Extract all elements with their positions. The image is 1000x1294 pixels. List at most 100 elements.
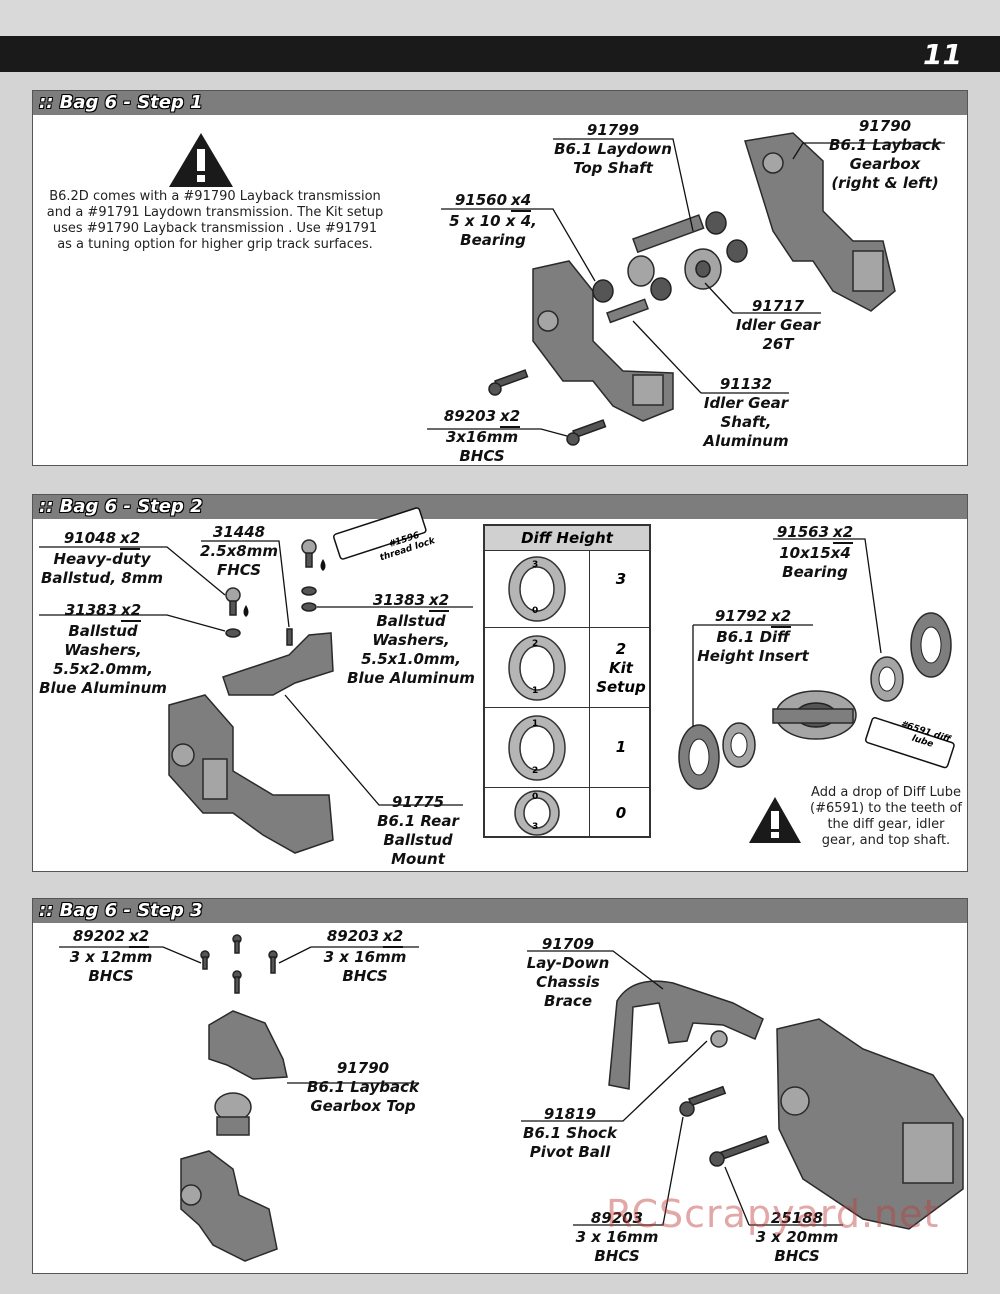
insert-ring-icon <box>508 635 566 701</box>
gearbox-step2-drawing <box>168 694 334 854</box>
step1-illustration <box>169 132 945 446</box>
screw-small-b <box>232 934 242 954</box>
screw-small-c <box>232 970 242 994</box>
idler-gear-drawing <box>684 248 722 290</box>
label-91775: 91775 B6.1 Rear Ballstud Mount <box>377 793 459 868</box>
label-91709: 91709 Lay-Down Chassis Brace <box>526 935 610 1010</box>
label-89203-16mm: 89203 3 x 16mm BHCS <box>575 1209 659 1265</box>
diff-step3-drawing <box>214 1092 252 1136</box>
step1-warning-note: B6.2D comes with a #91790 Layback transm… <box>46 189 384 252</box>
diff-assembly-drawing <box>772 690 857 740</box>
drop-icon-a <box>243 605 249 617</box>
label-91132: 91132 Idler Gear Shaft, Aluminum <box>703 375 789 450</box>
table-divider <box>589 550 590 838</box>
diff-height-value: 0 <box>615 804 627 822</box>
label-91790-top: 91790 B6.1 Layback Gearbox Top <box>307 1059 419 1115</box>
ring-top-number: 3 <box>532 560 539 570</box>
page-header-bar <box>0 36 1000 72</box>
diff-height-value: 2 <box>615 640 627 658</box>
page-number: 11 <box>923 38 962 71</box>
gearbox-left-drawing <box>532 260 674 422</box>
ballstud-right <box>301 539 317 568</box>
step2-lube-note: Add a drop of Diff Lube (#6591) to the t… <box>810 785 962 848</box>
ring-top-number: 2 <box>532 639 539 649</box>
step2-header: :: Bag 6 - Step 2 <box>33 495 967 519</box>
assembled-gearbox-drawing <box>776 1018 964 1230</box>
bearing-d <box>726 239 748 263</box>
insert-ring-icon <box>514 790 560 836</box>
insert-ring-icon <box>508 715 566 781</box>
gearbox-right-drawing <box>744 132 896 312</box>
pivot-ball <box>710 1030 728 1048</box>
watermark: RCScrapyard.net <box>606 1192 940 1236</box>
step3-header: :: Bag 6 - Step 3 <box>33 899 967 923</box>
kit-label: Kit <box>609 659 633 677</box>
bearing-a <box>592 279 614 303</box>
ring-bottom-number: 2 <box>532 766 539 776</box>
thread-lock-tube <box>333 507 427 560</box>
washer-c <box>301 602 317 612</box>
setup-label: Setup <box>596 678 646 696</box>
drop-icon-b <box>320 559 326 571</box>
ring-top-number: 0 <box>532 792 539 802</box>
screw-a <box>488 369 529 396</box>
ring-top-number: 1 <box>532 719 539 729</box>
diff-height-table: Diff Height 3 0 3 2 1 2 Kit Setup 1 2 <box>483 524 651 838</box>
diff-lube-tube <box>864 717 955 769</box>
table-row: 0 3 0 <box>485 788 649 838</box>
ballstud-left <box>225 587 241 616</box>
gearbox-bottom-drawing <box>180 1150 278 1262</box>
step2-illustration <box>39 507 955 854</box>
chassis-brace-drawing <box>608 980 764 1090</box>
diff-height-header: Diff Height <box>485 526 649 551</box>
washer-b <box>301 586 317 596</box>
ring-bottom-number: 0 <box>532 606 539 616</box>
step3-title: :: Bag 6 - Step 3 <box>39 900 203 921</box>
screw-b <box>566 419 607 446</box>
gearbox-top-drawing <box>208 1010 288 1080</box>
insert-ring-icon <box>508 556 566 622</box>
step1-header: :: Bag 6 - Step 1 <box>33 91 967 115</box>
step1-panel: :: Bag 6 - Step 1 <box>32 90 968 466</box>
bearing-c <box>705 211 727 235</box>
label-91799: 91799 B6.1 Laydown Top Shaft <box>554 121 672 177</box>
step3-panel: :: Bag 6 - Step 3 <box>32 898 968 1274</box>
screw-20mm <box>709 1134 770 1167</box>
table-row: 1 2 1 <box>485 708 649 788</box>
label-91819: 91819 B6.1 Shock Pivot Ball <box>523 1105 617 1161</box>
table-row: 3 0 3 <box>485 550 649 628</box>
screw-small-a <box>200 950 210 970</box>
table-row: 2 1 2 Kit Setup <box>485 628 649 708</box>
warning-icon-2 <box>749 797 801 843</box>
screw-16mm <box>679 1085 727 1117</box>
step1-title: :: Bag 6 - Step 1 <box>39 92 203 113</box>
top-shaft-drawing <box>627 214 705 287</box>
screw-small-d <box>268 950 278 974</box>
washer-a <box>225 628 241 638</box>
bearing-b <box>650 277 672 301</box>
ballstud-mount-drawing <box>222 632 334 696</box>
label-25188: 25188 3 x 20mm BHCS <box>755 1209 839 1265</box>
ring-bottom-number: 1 <box>532 686 539 696</box>
step3-illustration <box>59 934 964 1262</box>
label-91717: 91717 Idler Gear 26T <box>735 297 821 353</box>
fhcs-screw <box>286 628 293 646</box>
step2-title: :: Bag 6 - Step 2 <box>39 496 203 517</box>
label-31448: 31448 2.5x8mm FHCS <box>200 523 278 579</box>
label-91790-gearbox: 91790 B6.1 Layback Gearbox (right & left… <box>829 117 941 192</box>
ring-bottom-number: 3 <box>532 822 539 832</box>
idler-shaft-drawing <box>606 298 649 324</box>
warning-icon <box>169 133 233 187</box>
diff-height-value: 1 <box>615 738 627 756</box>
diff-height-value: 3 <box>615 570 627 588</box>
top-margin <box>0 0 1000 36</box>
